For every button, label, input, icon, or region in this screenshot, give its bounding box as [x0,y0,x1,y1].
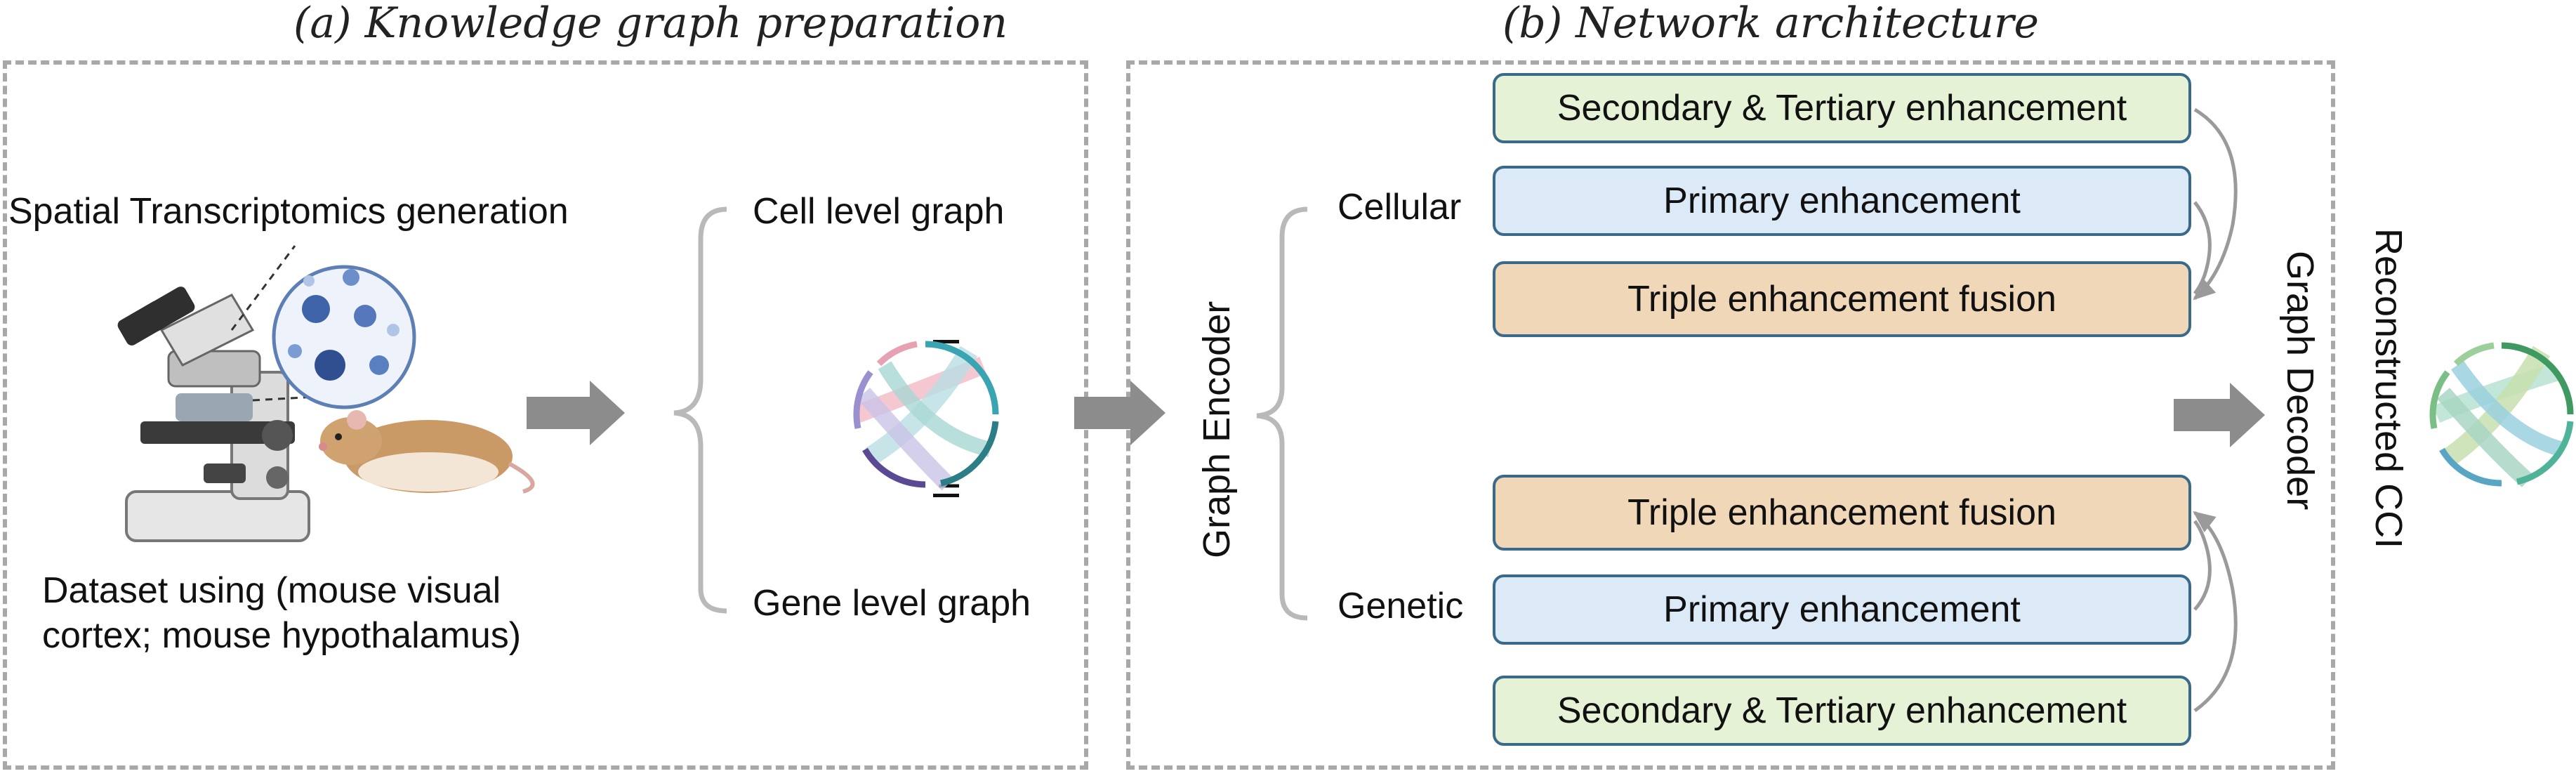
arrow-right-icon [2174,383,2265,447]
microscope-icon [117,287,310,542]
st-generation-label: Spatial Transcriptomics generation [8,191,569,232]
magnified-cells-icon [230,245,416,409]
curved-arrow-cellular-2 [2193,201,2212,295]
mouse-icon [319,410,535,494]
dataset-label-line2: cortex; mouse hypothalamus) [42,615,522,656]
genetic-label: Genetic [1337,586,1464,626]
curved-arrow-genetic-2 [2193,520,2212,611]
genetic-secondary-tertiary-box: Secondary & Tertiary enhancement [1493,676,2191,746]
panel-b-title: (b) Network architecture [1502,0,2040,48]
gene-graph-label: Gene level graph [753,583,1031,624]
genetic-fusion-box: Triple enhancement fusion [1493,475,2191,551]
curved-arrow-genetic-1 [2193,511,2238,713]
cellular-primary-box: Primary enhancement [1493,166,2191,236]
cellular-fusion-box: Triple enhancement fusion [1493,261,2191,337]
arrow-right-icon [527,381,625,445]
genetic-primary-box: Primary enhancement [1493,574,2191,645]
brace-panel-b [1256,206,1308,621]
dataset-label-line1: Dataset using (mouse visual [42,570,501,611]
cellular-secondary-tertiary-box: Secondary & Tertiary enhancement [1493,73,2191,143]
panel-a-title: (a) Knowledge graph preparation [293,0,1008,48]
curved-arrow-cellular-1 [2193,107,2238,301]
chord-diagram-icon [853,341,999,491]
cell-graph-label: Cell level graph [753,191,1005,232]
arrow-right-icon [1074,381,1165,445]
chord-diagram-icon [2429,342,2574,487]
cellular-label: Cellular [1337,187,1462,228]
brace-panel-a [673,206,727,614]
